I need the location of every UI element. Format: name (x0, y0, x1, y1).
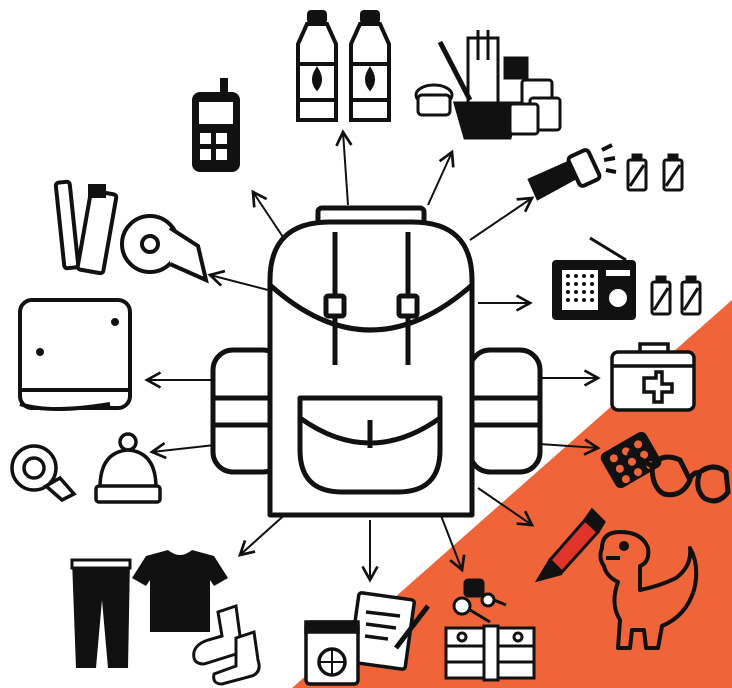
arrow-warmwear (152, 445, 215, 452)
toiletries-icon (56, 182, 206, 280)
radio-icon (552, 238, 636, 320)
arrow-cooking (428, 152, 452, 205)
blanket-icon (20, 300, 130, 409)
arrow-water (343, 132, 348, 205)
arrow-flashlight (470, 198, 532, 240)
water-bottles-icon (298, 12, 389, 120)
batteries-icon (652, 277, 700, 314)
arrow-hygiene (210, 275, 268, 290)
backpack-icon (213, 208, 540, 515)
mobile-phone-icon (192, 78, 240, 172)
arrow-phone (253, 192, 285, 240)
scarf-hat-icon (12, 434, 160, 502)
first-aid-kit-icon (612, 344, 694, 410)
flashlight-icon (530, 145, 616, 198)
cooking-kit-icon (416, 30, 560, 138)
batteries-icon (628, 155, 682, 190)
